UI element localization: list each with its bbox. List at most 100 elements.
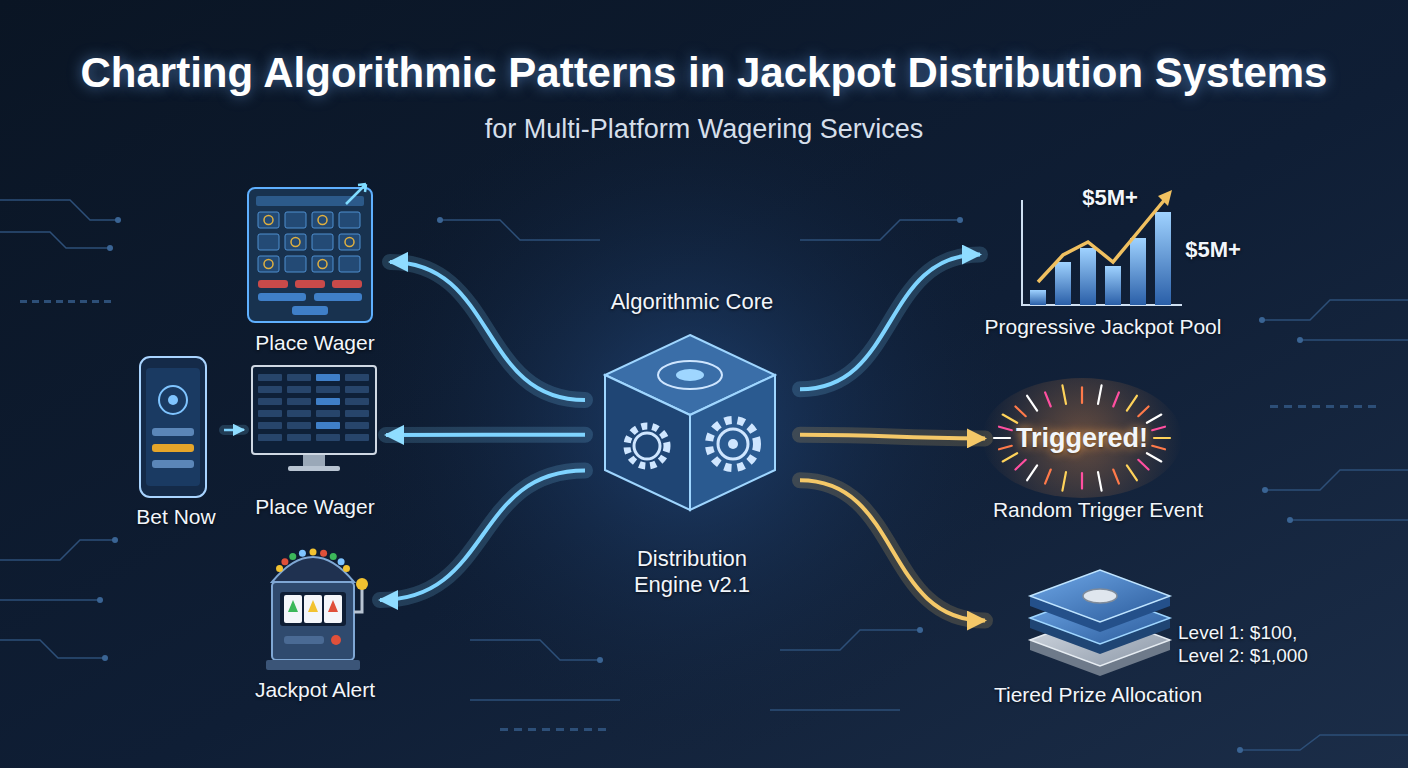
circuit-trace (0, 640, 105, 658)
table-cell (258, 434, 282, 441)
gear (627, 426, 667, 466)
circuit-trace (440, 220, 600, 240)
app-tile (285, 256, 306, 272)
tiered-prize-node: Level 1: $100, Level 2: $1,000Tiered Pri… (985, 555, 1335, 715)
slot-lights (276, 549, 350, 572)
flow-connector (800, 255, 980, 390)
slot-machine-node: Jackpot Alert (250, 528, 380, 708)
circuit-node (1297, 337, 1303, 343)
burst-ray (1113, 470, 1119, 484)
table-cell (345, 410, 369, 417)
slot-light (289, 553, 296, 560)
table-cell (316, 410, 340, 417)
core-cube-illustration (605, 335, 775, 510)
table-cell (316, 398, 340, 405)
circuit-trace (780, 630, 920, 650)
core-engine-node: Algorithmic CoreDistribution Engine v2.1 (585, 282, 800, 607)
circuit-node (115, 217, 121, 223)
circuit-dash (1340, 405, 1348, 408)
chart-bar (1105, 266, 1121, 305)
circuit-dash (584, 728, 592, 731)
app-icon (264, 260, 273, 269)
slot-light (320, 550, 327, 557)
monitor-stand (303, 455, 325, 466)
table-cell (287, 398, 311, 405)
chart-bars (1030, 212, 1171, 305)
circuit-trace (1300, 339, 1408, 341)
burst-ray (1003, 453, 1017, 461)
monitor-node: Place Wager (244, 355, 386, 525)
slab-top (1030, 570, 1170, 622)
burst-ray (1152, 427, 1165, 430)
circuit-dash (80, 300, 87, 303)
slot-lever-knob (356, 578, 368, 590)
table-cell (345, 422, 369, 429)
app-tile (258, 256, 279, 272)
app-tile (312, 234, 333, 250)
circuit-dash (44, 300, 51, 303)
chart-trend-head (1158, 190, 1172, 206)
circuit-dash (528, 728, 536, 731)
burst-ray (999, 446, 1012, 449)
slot-reel (304, 595, 322, 623)
subtitle: for Multi-Platform Wagering Services (0, 113, 1408, 145)
tier-stack-illustration (1030, 570, 1170, 676)
chart-bar (1030, 290, 1046, 305)
slot-light (299, 550, 306, 557)
phone-button (152, 460, 194, 468)
phone-node: Bet Now (128, 350, 224, 532)
table-cell (345, 398, 369, 405)
circuit-dash (542, 728, 550, 731)
circuit-trace (0, 599, 100, 601)
slot-light (338, 558, 345, 565)
slot-panel (284, 636, 324, 644)
flow-connector (224, 429, 244, 430)
table-cell (345, 434, 369, 441)
connector-line (800, 480, 985, 620)
diagram-title: Charting Algorithmic Patterns in Jackpot… (0, 48, 1408, 98)
connectors (224, 255, 985, 621)
table-cell (316, 386, 340, 393)
tablet-button (258, 293, 306, 301)
circuit-node (917, 627, 923, 633)
node-label: Bet Now (136, 504, 215, 529)
monitor-table (258, 374, 369, 441)
table-cell (287, 410, 311, 417)
burst-ray (994, 437, 1010, 439)
connector-glow (800, 255, 980, 390)
burst-glow (982, 378, 1182, 498)
circuit-trace (1240, 735, 1408, 750)
flow-connector (380, 471, 585, 601)
slot-lever (354, 588, 362, 612)
circuit-node (957, 217, 963, 223)
circuit-dash (1298, 405, 1306, 408)
connector-line (386, 433, 585, 437)
circuit-dash (104, 300, 111, 303)
table-cell (316, 374, 340, 381)
flow-connector (390, 262, 585, 400)
circuit-trace (470, 640, 600, 660)
circuit-dash (1354, 405, 1362, 408)
burst-ray (1138, 406, 1148, 416)
connector-line (380, 471, 585, 601)
burst-ray (1062, 385, 1066, 404)
circuit-trace (800, 220, 960, 240)
circuit-trace (0, 232, 110, 248)
burst-ray (999, 427, 1012, 430)
node-label: Random Trigger Event (993, 497, 1203, 522)
connector-line (390, 262, 585, 400)
trigger-event-node: Triggered!Random Trigger Event (985, 368, 1215, 528)
node-label: Tiered Prize Allocation (994, 682, 1202, 707)
burst-ray (1027, 465, 1037, 480)
table-cell (258, 386, 282, 393)
cube-right (690, 375, 775, 510)
jackpot-pool-node: $5M+$5M+Progressive Jackpot Pool (980, 178, 1250, 348)
table-cell (258, 410, 282, 417)
tablet-button (258, 280, 288, 288)
slot-dome (272, 557, 354, 582)
circuit-dash (32, 300, 39, 303)
circuit-trace (1265, 470, 1408, 490)
monitor-illustration (252, 366, 376, 471)
tablet-button (332, 280, 362, 288)
